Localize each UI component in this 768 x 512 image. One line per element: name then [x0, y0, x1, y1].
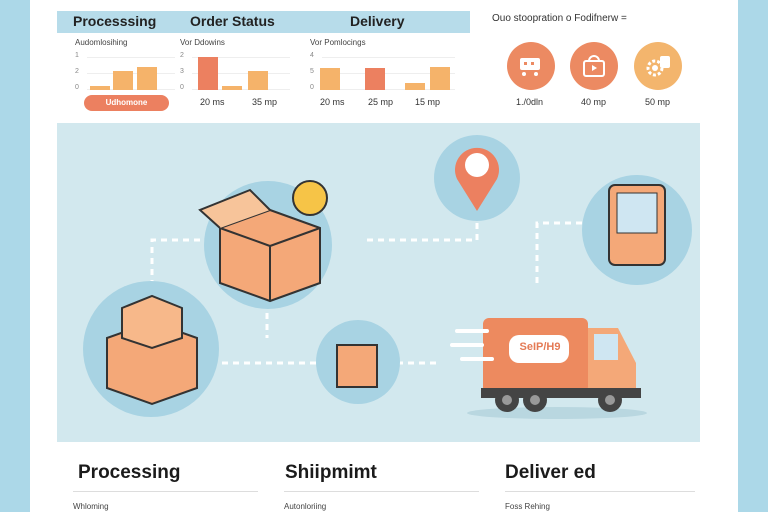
bar [365, 68, 385, 90]
section-sub: Autonloriing [284, 502, 327, 511]
divider [73, 491, 258, 492]
bar-chart: Vor Ddowins 2 3 0 20 ms 35 mp [180, 35, 290, 115]
section-title: Processing [78, 462, 181, 483]
chart-label: Vor Pomlocings [310, 38, 366, 47]
cart-icon [507, 42, 555, 90]
gridline [87, 57, 175, 58]
chart-label: Vor Ddowins [180, 38, 225, 47]
section-sub: Whloming [73, 502, 109, 511]
bar [405, 83, 425, 90]
bar [320, 68, 340, 90]
y-tick: 4 [310, 52, 314, 59]
divider [505, 491, 695, 492]
y-tick: 2 [75, 68, 79, 75]
tab-order-status[interactable]: Order Status [190, 13, 275, 29]
tab-processing[interactable]: Processsing [73, 13, 157, 29]
stats-title: Ouo stoopration o Fodifnerw = [492, 13, 627, 24]
section-title: Deliver ed [505, 462, 596, 483]
plot-area [75, 55, 175, 90]
bar [430, 67, 450, 90]
y-tick: 2 [180, 52, 184, 59]
bar [137, 67, 157, 90]
bar [222, 86, 242, 90]
plot-area [180, 55, 290, 90]
gridline [322, 73, 455, 74]
bar-chart: Vor Pomlocings 4 5 0 20 ms 25 mp 15 mp [310, 35, 455, 115]
x-tick-label: 20 ms [320, 97, 345, 107]
tab-delivery[interactable]: Delivery [350, 13, 405, 29]
box-icon [198, 188, 321, 303]
x-tick-label: 20 ms [200, 97, 225, 107]
truck-label: SeIP/H9 [519, 341, 561, 353]
gridline [192, 73, 290, 74]
bar [198, 57, 218, 90]
stat-label: 1./0dln [516, 97, 544, 107]
video-bag-icon [570, 42, 618, 90]
y-tick: 0 [180, 84, 184, 91]
stat-label: 40 mp [581, 97, 607, 107]
bar [90, 86, 110, 90]
header-bar: Processsing Order Status Delivery [57, 11, 470, 33]
stat-label: 50 mp [645, 97, 671, 107]
x-tick-label: 25 mp [368, 97, 394, 107]
y-tick: 3 [180, 68, 184, 75]
section-title: Shiipmimt [285, 462, 377, 483]
divider [284, 491, 479, 492]
shipping-illustration: SeIP/H9 [57, 123, 700, 442]
y-tick: 1 [75, 52, 79, 59]
y-tick: 0 [75, 84, 79, 91]
gridline [322, 89, 455, 90]
y-tick: 0 [310, 84, 314, 91]
x-tick-label: 15 mp [415, 97, 441, 107]
bar [248, 71, 268, 90]
bar-chart: Audomlosihing 1 2 0 [75, 35, 175, 115]
plot-area [310, 55, 455, 90]
udhomone-button[interactable]: Udhomone [84, 95, 169, 111]
x-tick-label: 35 mp [252, 97, 278, 107]
chart-label: Audomlosihing [75, 38, 128, 47]
gear-document-icon [634, 42, 682, 90]
gridline [322, 57, 455, 58]
gridline [192, 57, 290, 58]
y-tick: 5 [310, 68, 314, 75]
bar [113, 71, 133, 90]
section-sub: Foss Rehing [505, 502, 550, 511]
